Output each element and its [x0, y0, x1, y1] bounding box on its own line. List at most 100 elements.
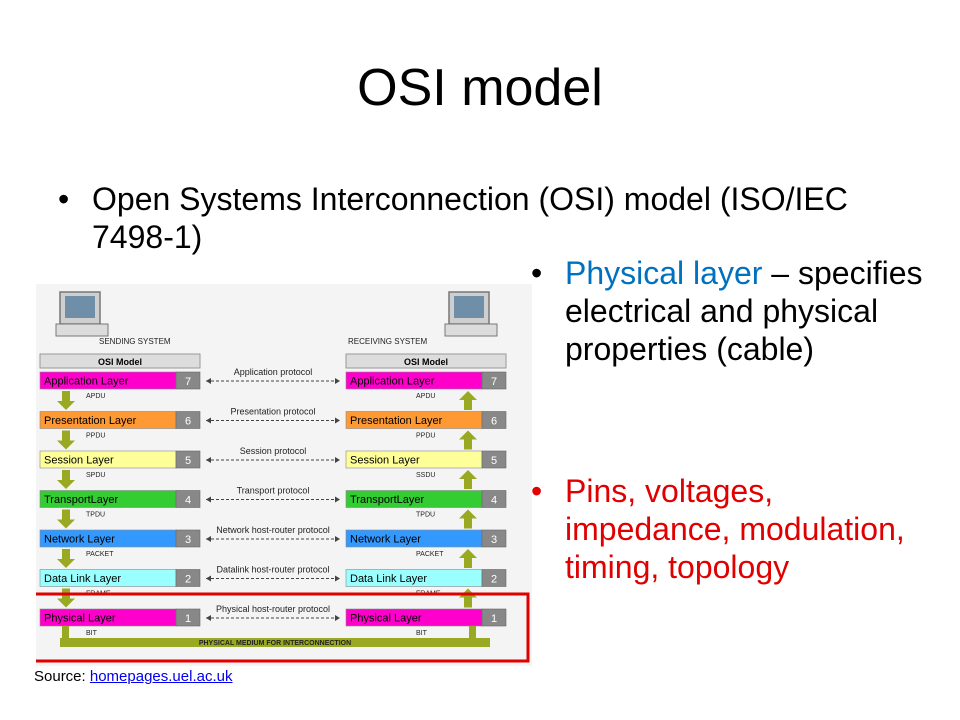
- send-pdu-label: PACKET: [86, 551, 114, 558]
- recv-up-arrow: [459, 391, 477, 410]
- recv-layer-number: 6: [491, 416, 497, 428]
- send-pdu-label: SPDU: [86, 472, 105, 479]
- sending-system-label: SENDING SYSTEM: [99, 337, 171, 346]
- send-layer-number-box: [175, 411, 201, 429]
- send-layer-number-box: [175, 371, 201, 390]
- recv-layer-name: TransportLayer: [350, 494, 425, 506]
- send-layer-number-box: [175, 450, 201, 469]
- recv-layer-number-box: [481, 411, 507, 429]
- recv-layer-number-box: [481, 569, 507, 587]
- send-layer-number: 5: [185, 455, 191, 467]
- protocol-label: Session protocol: [240, 446, 307, 456]
- send-layer-name: Physical Layer: [44, 613, 116, 625]
- recv-pdu-label: PPDU: [416, 433, 435, 440]
- bullet-dot: •: [58, 181, 70, 217]
- recv-up-arrow: [459, 509, 477, 529]
- recv-layer-name: Session Layer: [350, 455, 420, 467]
- recv-layer-number: 5: [491, 455, 497, 467]
- send-layer-number-box: [175, 569, 201, 587]
- recv-pdu-label: PACKET: [416, 551, 444, 558]
- sending-stack-header: [39, 353, 201, 369]
- recv-layer-number: 4: [491, 495, 497, 507]
- protocol-arrowhead-left: [206, 615, 211, 621]
- protocol-arrowhead-right: [335, 615, 340, 621]
- send-down-arrow: [57, 391, 75, 410]
- protocol-arrowhead-right: [335, 417, 340, 424]
- protocol-label: Datalink host-router protocol: [216, 565, 329, 575]
- send-layer-number-box: [175, 490, 201, 508]
- send-down-arrow: [57, 430, 75, 450]
- receiving-stack-header: [345, 353, 507, 369]
- protocol-arrowhead-right: [335, 457, 340, 463]
- bullet-text: Pins, voltages, impedance, modulation, t…: [565, 473, 905, 585]
- bullet-physical-properties: • Pins, voltages, impedance, modulation,…: [531, 472, 925, 586]
- recv-layer-number-box: [481, 490, 507, 508]
- protocol-label: Network host-router protocol: [216, 525, 330, 535]
- send-layer-number: 4: [185, 495, 191, 507]
- receiving-computer-icon: [444, 291, 498, 337]
- send-layer-number-box: [175, 608, 201, 627]
- protocol-label: Application protocol: [234, 367, 313, 377]
- physical-medium-label: PHYSICAL MEDIUM FOR INTERCONNECTION: [199, 640, 351, 647]
- protocol-arrowhead-left: [206, 536, 211, 542]
- physical-layer-highlight-box: [36, 592, 530, 663]
- send-layer-name: TransportLayer: [44, 494, 119, 506]
- recv-up-arrow: [459, 430, 477, 450]
- recv-layer-number: 2: [491, 574, 497, 586]
- diagram-background: [36, 284, 532, 666]
- receiving-stack-header-text: OSI Model: [404, 357, 448, 367]
- slide-title: OSI model: [357, 59, 603, 117]
- protocol-arrowhead-left: [206, 378, 211, 384]
- protocol-arrowhead-left: [206, 457, 211, 463]
- protocol-arrowhead-right: [335, 378, 340, 384]
- source-label: Source:: [34, 668, 90, 685]
- bullet-dot: •: [531, 473, 543, 509]
- send-layer-name: Network Layer: [44, 534, 115, 546]
- protocol-arrowhead-left: [206, 496, 211, 503]
- recv-layer-number-box: [481, 529, 507, 548]
- receiving-system-label: RECEIVING SYSTEM: [348, 337, 427, 346]
- physical-medium-bar: [60, 638, 490, 647]
- recv-pdu-label: TPDU: [416, 512, 435, 519]
- send-down-arrow: [57, 549, 75, 568]
- source-citation: Source: homepages.uel.ac.uk: [34, 668, 232, 685]
- physical-layer-highlight: Physical layer: [565, 255, 763, 291]
- recv-pdu-label: BIT: [416, 630, 428, 637]
- recv-up-arrow: [459, 549, 477, 568]
- recv-layer-name: Presentation Layer: [350, 415, 443, 427]
- recv-medium-connector: [469, 626, 476, 638]
- recv-layer-number: 3: [491, 534, 497, 546]
- send-pdu-label: PPDU: [86, 433, 105, 440]
- protocol-arrowhead-right: [335, 536, 340, 542]
- send-down-arrow: [57, 470, 75, 489]
- send-pdu-label: TPDU: [86, 512, 105, 519]
- recv-layer-number: 1: [491, 613, 497, 625]
- recv-up-arrow: [459, 470, 477, 489]
- send-layer-number: 1: [185, 613, 191, 625]
- send-layer-number: 3: [185, 534, 191, 546]
- source-link[interactable]: homepages.uel.ac.uk: [89, 668, 233, 685]
- send-layer-number: 2: [185, 574, 191, 586]
- recv-pdu-label: APDU: [416, 393, 435, 400]
- protocol-arrowhead-left: [206, 417, 211, 424]
- recv-layer-name: Physical Layer: [350, 613, 422, 625]
- send-pdu-label: APDU: [86, 393, 105, 400]
- bullet-text: – specifies electrical and physical prop…: [565, 255, 923, 367]
- send-layer-number: 7: [185, 376, 191, 388]
- bullet-physical-layer: • Physical layer – specifies electrical …: [531, 254, 925, 368]
- sending-computer-icon: [55, 291, 109, 337]
- bullet-text: Open Systems Interconnection (OSI) model…: [92, 181, 848, 255]
- recv-layer-number-box: [481, 608, 507, 627]
- recv-layer-name: Data Link Layer: [350, 573, 427, 585]
- send-layer-name: Session Layer: [44, 455, 114, 467]
- sending-stack-header-text: OSI Model: [98, 357, 142, 367]
- recv-layer-name: Application Layer: [350, 376, 435, 388]
- osi-diagram: SENDING SYSTEM RECEIVING SYSTEM OSI Mode…: [36, 284, 532, 666]
- protocol-arrowhead-left: [206, 575, 211, 582]
- send-down-arrow: [57, 509, 75, 529]
- send-down-arrow: [57, 588, 75, 608]
- send-layer-name: Presentation Layer: [44, 415, 137, 427]
- recv-layer-number-box: [481, 371, 507, 390]
- protocol-arrowhead-right: [335, 496, 340, 503]
